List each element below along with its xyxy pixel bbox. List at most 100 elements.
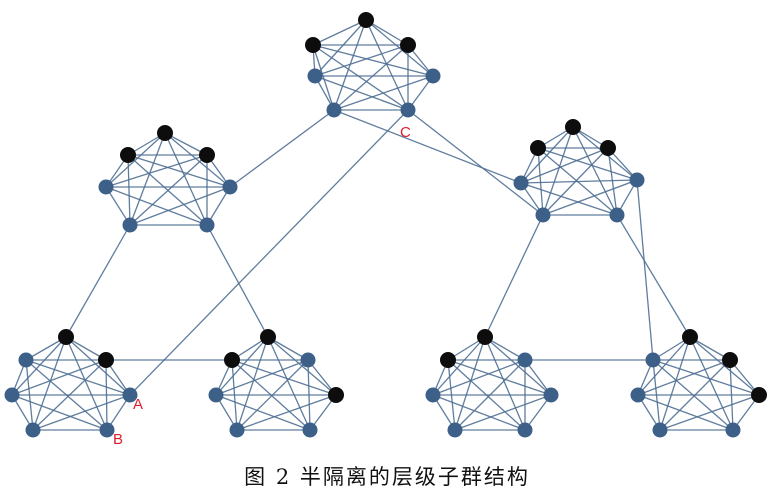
edge-mid-left-2-5 <box>129 154 208 226</box>
node-top-3 <box>425 68 441 84</box>
node-mid-right-3 <box>629 172 645 188</box>
node-bottom-2-2 <box>300 352 316 368</box>
edge-mid-left-2-4 <box>105 154 208 188</box>
edge-bottom-4-0-6 <box>689 336 734 431</box>
edge-link-mid-left-bottom-2 <box>206 224 269 338</box>
edge-bottom-2-1-3 <box>231 359 337 396</box>
node-bottom-3-0 <box>477 329 493 345</box>
node-mid-right-1 <box>530 140 546 156</box>
node-bottom-3-3 <box>543 387 559 403</box>
node-bottom-1-3 <box>122 387 138 403</box>
node-bottom-1-5 <box>25 422 41 438</box>
edge-bottom-1-3-5 <box>32 394 131 431</box>
label-b: B <box>113 431 123 448</box>
node-mid-left-6 <box>199 217 215 233</box>
node-bottom-1-6 <box>99 422 115 438</box>
node-mid-left-2 <box>199 147 215 163</box>
edge-link-top-bottom-1 <box>129 109 409 396</box>
node-bottom-4-2 <box>722 352 738 368</box>
node-bottom-3-1 <box>440 352 456 368</box>
edge-bottom-2-3-5 <box>236 394 337 431</box>
node-top-5 <box>326 102 342 118</box>
node-mid-left-5 <box>122 217 138 233</box>
node-bottom-4-0 <box>682 329 698 345</box>
edge-mid-right-2-4 <box>520 147 609 184</box>
edge-top-0-1 <box>312 19 367 46</box>
edge-mid-left-0-4 <box>105 132 166 188</box>
node-top-1 <box>305 37 321 53</box>
node-bottom-1-0 <box>58 329 74 345</box>
edge-bottom-1-0-3 <box>65 336 131 396</box>
node-top-2 <box>400 37 416 53</box>
edge-mid-right-3-4 <box>520 179 638 184</box>
node-mid-right-0 <box>565 119 581 135</box>
node-mid-right-2 <box>600 140 616 156</box>
node-bottom-1-4 <box>4 387 20 403</box>
edge-mid-right-0-6 <box>572 126 618 216</box>
node-top-6 <box>400 102 416 118</box>
edge-bottom-3-0-6 <box>484 336 526 431</box>
node-bottom-2-1 <box>224 352 240 368</box>
edge-top-1-5 <box>312 44 335 111</box>
edge-bottom-1-2-4 <box>11 359 107 396</box>
edge-mid-left-0-3 <box>164 132 231 188</box>
label-a: A <box>133 396 143 413</box>
edge-bottom-1-0-6 <box>65 336 108 431</box>
edge-top-1-3 <box>312 44 434 77</box>
edge-top-0-6 <box>365 19 409 111</box>
edge-bottom-4-3-5 <box>659 394 760 431</box>
node-bottom-2-0 <box>260 329 276 345</box>
edge-top-4-6 <box>314 75 409 111</box>
figure-caption: 图 2 半隔离的层级子群结构 <box>244 465 530 489</box>
edge-mid-left-1-6 <box>127 154 208 226</box>
node-mid-right-6 <box>609 207 625 223</box>
node-bottom-2-3 <box>328 387 344 403</box>
node-bottom-4-3 <box>751 387 767 403</box>
edge-link-mid-right-bottom-4 <box>616 214 691 338</box>
edge-mid-left-1-3 <box>127 154 231 188</box>
node-mid-left-0 <box>157 125 173 141</box>
edge-bottom-2-0-6 <box>267 336 311 431</box>
node-bottom-4-5 <box>652 422 668 438</box>
edge-mid-right-0-5 <box>542 126 574 216</box>
edge-bottom-4-4-6 <box>637 394 734 431</box>
edge-bottom-4-0-5 <box>659 336 691 431</box>
node-bottom-2-4 <box>208 387 224 403</box>
edge-top-2-4 <box>314 44 409 77</box>
edge-bottom-2-2-4 <box>215 359 309 396</box>
edge-top-0-4 <box>314 19 367 77</box>
node-bottom-2-6 <box>302 422 318 438</box>
edge-bottom-1-0-5 <box>32 336 67 431</box>
edge-bottom-4-1-3 <box>652 359 760 396</box>
node-bottom-3-5 <box>447 422 463 438</box>
node-bottom-2-5 <box>229 422 245 438</box>
edge-bottom-3-2-4 <box>432 359 526 396</box>
edge-link-mid-left-bottom-1 <box>65 224 131 338</box>
edge-bottom-3-0-3 <box>484 336 552 396</box>
edge-mid-left-0-5 <box>129 132 166 226</box>
edge-bottom-1-4-6 <box>11 394 108 431</box>
node-bottom-1-1 <box>18 352 34 368</box>
edge-top-3-5 <box>333 75 434 111</box>
node-bottom-4-1 <box>645 352 661 368</box>
edge-bottom-2-0-5 <box>236 336 269 431</box>
node-mid-left-3 <box>222 179 238 195</box>
edge-mid-right-3-5 <box>542 179 638 216</box>
edge-bottom-1-1-3 <box>25 359 131 396</box>
edge-mid-left-3-5 <box>129 186 231 226</box>
edge-link-top-mid-left <box>229 109 335 188</box>
edge-mid-right-1-3 <box>537 147 638 181</box>
edge-bottom-3-4-6 <box>432 394 526 431</box>
edge-bottom-4-0-4 <box>637 336 691 396</box>
label-c: C <box>400 124 411 141</box>
edge-link-top-mid-right <box>333 109 522 184</box>
edge-bottom-1-0-4 <box>11 336 67 396</box>
edge-bottom-3-1-3 <box>447 359 552 396</box>
node-layer <box>4 12 767 438</box>
edge-mid-right-1-5 <box>537 147 544 216</box>
node-top-0 <box>358 12 374 28</box>
hierarchical-subgroup-diagram: C A B <box>4 12 767 448</box>
node-top-4 <box>307 68 323 84</box>
edge-bottom-3-0-4 <box>432 336 486 396</box>
edge-top-2-5 <box>333 44 409 111</box>
